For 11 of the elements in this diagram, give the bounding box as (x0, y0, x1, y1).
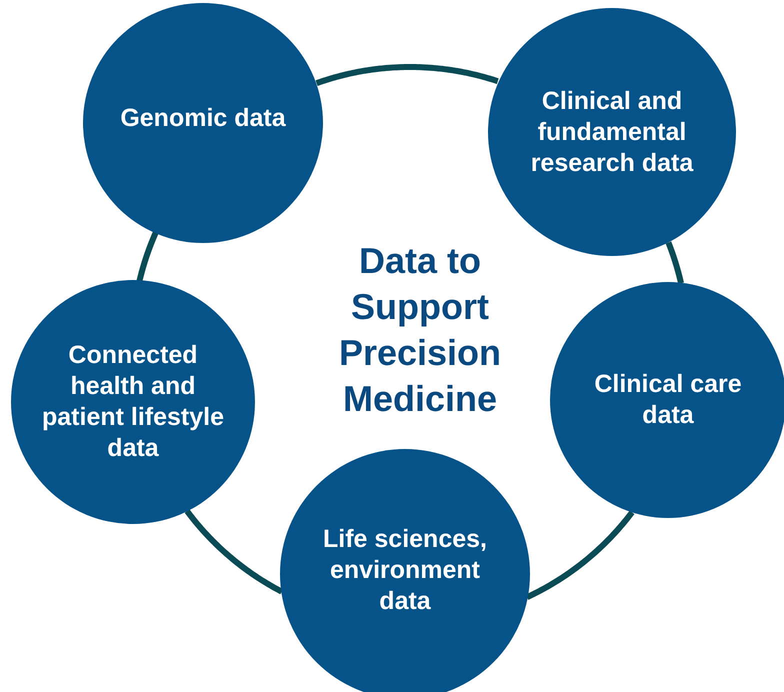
connector-line (316, 64, 499, 86)
node-label: Life sciences, environment data (322, 524, 488, 616)
connector-line (526, 510, 634, 600)
node-label: Genomic data (119, 102, 287, 134)
diagram-title: Data to Support Precision Medicine (338, 239, 502, 421)
connector-line (666, 240, 684, 285)
connector-line (184, 509, 284, 594)
node-label: Clinical and fundamental research data (530, 86, 694, 178)
connector-line (136, 230, 158, 283)
node-label: Connected health and patient lifestyle data (41, 340, 225, 464)
node-label: Clinical care data (593, 369, 743, 431)
